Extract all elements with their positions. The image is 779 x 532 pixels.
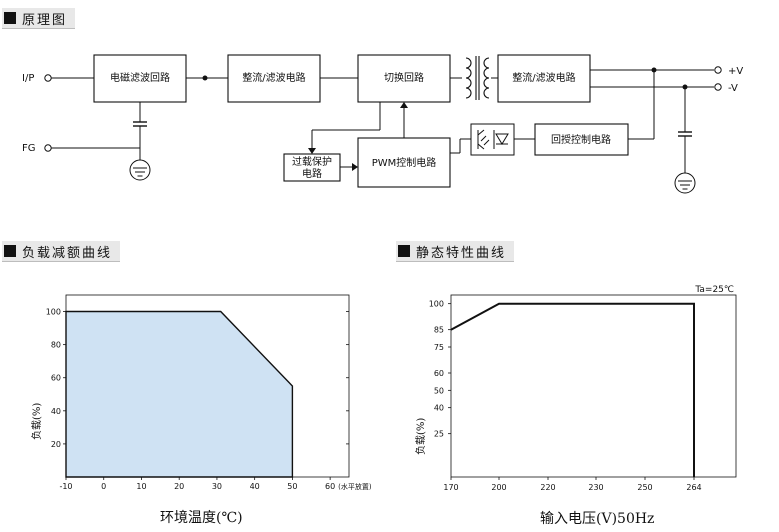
static-xtick-label: 170: [443, 483, 458, 492]
out-pos-label: +V: [728, 66, 743, 77]
derating-xlabel: 环境温度(℃): [160, 510, 243, 526]
fg-label: FG: [22, 143, 36, 154]
pwm-label: PWM控制电路: [372, 156, 437, 169]
static-ytick-label: 50: [434, 386, 444, 395]
out-pos-terminal-icon: [714, 66, 722, 74]
ip-label: I/P: [22, 73, 34, 84]
rect2-label: 整流/滤波电路: [512, 71, 575, 84]
derating-xtick-suffix: (水平放置): [338, 482, 372, 491]
switch-label: 切换回路: [384, 71, 424, 84]
feedback-label: 回授控制电路: [551, 133, 611, 146]
optocoupler-icon: [470, 123, 515, 156]
derating-ytick-label: 40: [51, 407, 61, 416]
static-ytick-label: 25: [434, 430, 444, 439]
static-xtick-label: 264: [686, 483, 701, 492]
emi-label: 电磁滤波回路: [110, 71, 170, 84]
derating-ytick-label: 100: [46, 308, 61, 317]
derating-xtick-label: 60: [325, 482, 335, 491]
static-xlabel: 输入电压(V)50Hz: [540, 511, 654, 527]
derating-xtick-label: 30: [212, 482, 222, 491]
ip-terminal-icon: [44, 74, 52, 82]
section-static-label: 静态特性曲线: [416, 245, 507, 261]
block-diagram: I/P FG 电磁滤波回路 整流/滤波电路 切换回路 整流/滤波电路 +: [22, 54, 743, 194]
derating-xtick-label: 20: [174, 482, 184, 491]
square-bullet-icon: [398, 245, 410, 257]
feedback-control-block: [534, 123, 629, 156]
static-xtick-label: 220: [540, 483, 555, 492]
ground-icon: [129, 159, 151, 181]
ground-icon: [674, 172, 696, 194]
pwm-control-block: [357, 137, 451, 188]
rect1-label: 整流/滤波电路: [242, 71, 305, 84]
square-bullet-icon: [4, 245, 16, 257]
static-xtick-label: 250: [637, 483, 652, 492]
derating-ylabel: 负载(%): [30, 403, 43, 440]
static-xtick-label: 200: [491, 483, 506, 492]
static-ytick-label: 40: [434, 404, 444, 413]
otp-label-1: 过载保护: [292, 155, 332, 168]
derating-xtick-label: -10: [59, 482, 72, 491]
switching-block: [357, 54, 451, 103]
section-principle-label: 原理图: [22, 12, 68, 28]
square-bullet-icon: [4, 12, 16, 24]
static-xtick-label: 230: [588, 483, 603, 492]
static-ytick-label: 60: [434, 369, 444, 378]
derating-xtick-label: 50: [287, 482, 297, 491]
derating-xtick-label: 40: [250, 482, 260, 491]
section-derating: 负载减额曲线: [2, 241, 121, 262]
static-ytick-label: 100: [429, 300, 444, 309]
section-principle: 原理图: [2, 8, 76, 29]
static-annotation: Ta=25℃: [694, 285, 734, 295]
emi-filter-block: [93, 54, 187, 103]
static-ytick-label: 75: [434, 343, 444, 352]
out-neg-terminal-icon: [714, 83, 722, 91]
derating-xtick-label: 10: [136, 482, 146, 491]
otp-label-2: 电路: [302, 167, 322, 180]
derating-ytick-label: 80: [51, 341, 61, 350]
fg-terminal-icon: [44, 144, 52, 152]
out-neg-label: -V: [728, 83, 738, 94]
overload-protection-block: [283, 153, 341, 182]
derating-area: [65, 310, 294, 478]
derating-ytick-label: 60: [51, 374, 61, 383]
static-ylabel: 负载(%): [414, 418, 427, 455]
section-derating-label: 负载减额曲线: [22, 245, 113, 261]
derating-plot-frame: [65, 294, 350, 478]
rectifier-filter-block-2: [497, 54, 591, 103]
static-ytick-label: 85: [434, 326, 444, 335]
static-line: [450, 302, 695, 477]
section-static: 静态特性曲线: [396, 241, 515, 262]
derating-ytick-label: 20: [51, 440, 61, 449]
derating-xtick-label: 0: [101, 482, 106, 491]
static-plot-frame: [450, 294, 737, 478]
transformer-icon: [465, 56, 490, 100]
